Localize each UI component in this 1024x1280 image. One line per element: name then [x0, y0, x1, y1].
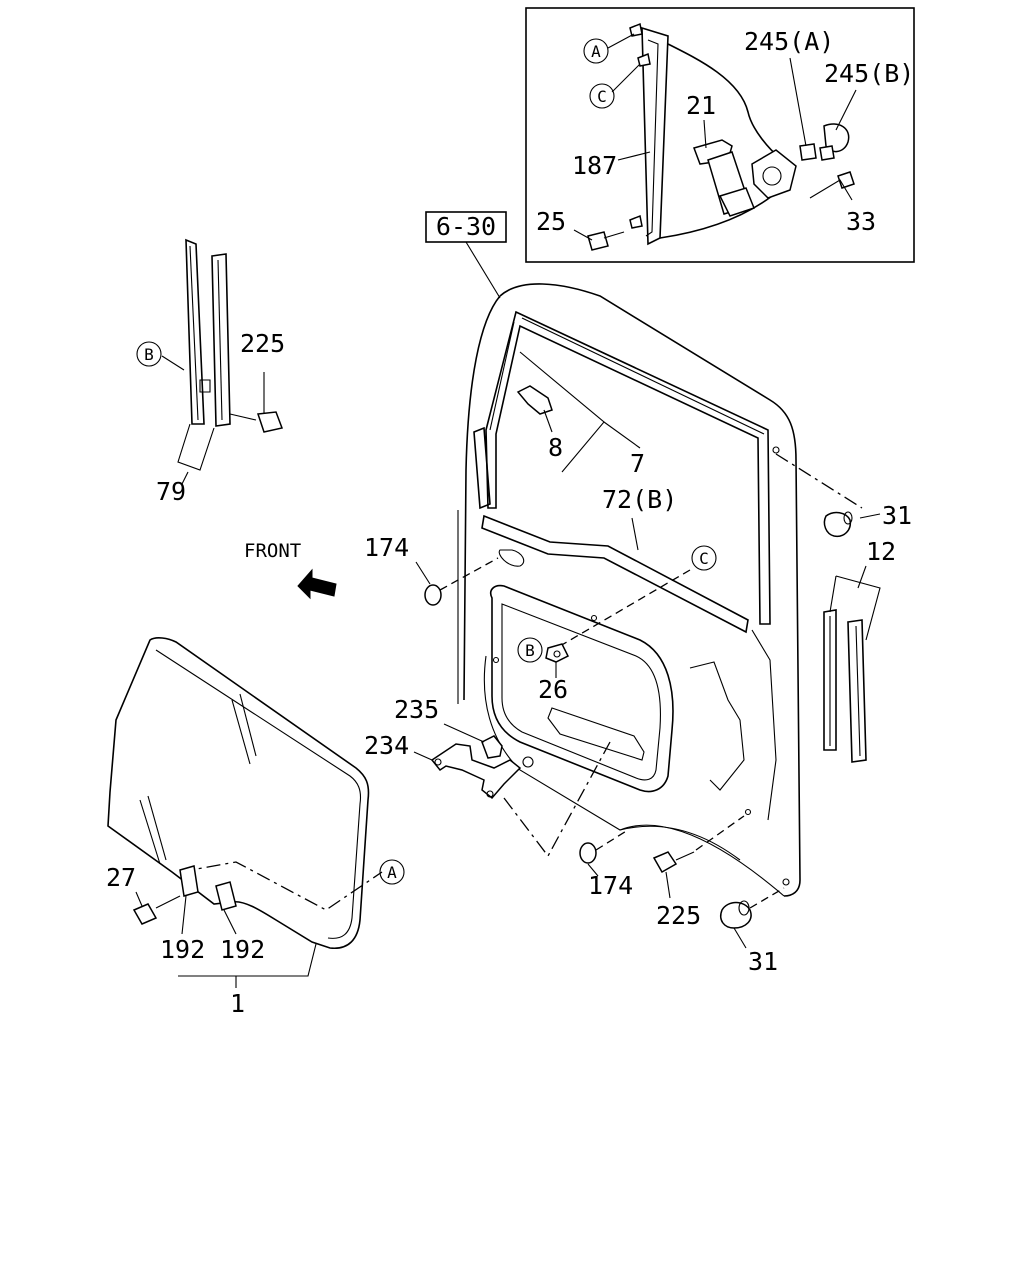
label-192-b: 192	[220, 935, 265, 964]
callout-a-inset: A	[583, 38, 609, 64]
label-33: 33	[846, 207, 876, 236]
bolt-225-top	[256, 411, 284, 433]
window-frame	[485, 310, 771, 625]
label-8: 8	[548, 433, 563, 462]
nut-26	[545, 643, 570, 678]
belt-molding	[481, 514, 749, 634]
bumper-31-bot	[720, 887, 785, 949]
label-7: 7	[630, 449, 645, 478]
label-1: 1	[230, 989, 245, 1018]
svg-text:C: C	[699, 549, 709, 568]
inset-frame	[525, 7, 915, 263]
label-225-bot: 225	[656, 901, 701, 930]
label-26: 26	[538, 675, 568, 704]
label-192-a: 192	[160, 935, 205, 964]
bolt-225-bot	[652, 815, 745, 899]
bolt-235	[481, 735, 503, 759]
callout-a-glass: A	[379, 859, 405, 885]
label-27: 27	[106, 863, 136, 892]
label-187: 187	[572, 151, 617, 180]
label-234: 234	[364, 731, 409, 760]
arrow-icon	[297, 568, 337, 600]
bumper-31-top	[775, 453, 881, 538]
label-79: 79	[156, 477, 186, 506]
label-174-bot: 174	[588, 871, 633, 900]
callout-b-door: B	[517, 637, 543, 663]
regulator-inset	[525, 7, 915, 263]
bolt-25	[587, 231, 609, 251]
grommet-174-bot	[579, 842, 597, 864]
rear-glass-run-12	[823, 565, 881, 763]
grommet-174-top	[424, 584, 442, 606]
callout-b-guide: B	[136, 341, 162, 367]
bolt	[629, 22, 651, 229]
door-panel	[457, 283, 801, 897]
bolt-27	[132, 903, 158, 925]
label-12: 12	[866, 537, 896, 566]
label-31-top: 31	[882, 501, 912, 530]
svg-text:C: C	[597, 87, 607, 106]
label-31-bot: 31	[748, 947, 778, 976]
sash-channel-192a	[179, 865, 199, 897]
motor	[693, 139, 797, 217]
label-225-top: 225	[240, 329, 285, 358]
label-72b: 72(B)	[602, 485, 677, 514]
sash-channel-192b	[215, 881, 237, 911]
clip-8	[516, 385, 553, 415]
label-245a: 245(A)	[744, 27, 834, 56]
front-arrow	[297, 568, 337, 600]
access-hole	[489, 584, 674, 793]
label-21: 21	[686, 91, 716, 120]
label-174-top: 174	[364, 533, 409, 562]
door-glass-run-79	[161, 238, 284, 485]
label-245b: 245(B)	[824, 59, 914, 88]
bracket-234	[413, 723, 611, 858]
svg-text:A: A	[387, 863, 397, 882]
label-235: 235	[394, 695, 439, 724]
svg-text:B: B	[525, 641, 535, 660]
svg-text:A: A	[591, 42, 601, 61]
ref-box-label: 6-30	[436, 212, 496, 241]
callout-c-inset: C	[589, 83, 615, 109]
label-25: 25	[536, 207, 566, 236]
svg-text:B: B	[144, 345, 154, 364]
ref-box	[425, 211, 507, 299]
nut-245a	[799, 143, 817, 161]
callout-c-door: C	[691, 545, 717, 571]
front-label: FRONT	[244, 540, 301, 562]
door-glass-1	[107, 637, 383, 988]
